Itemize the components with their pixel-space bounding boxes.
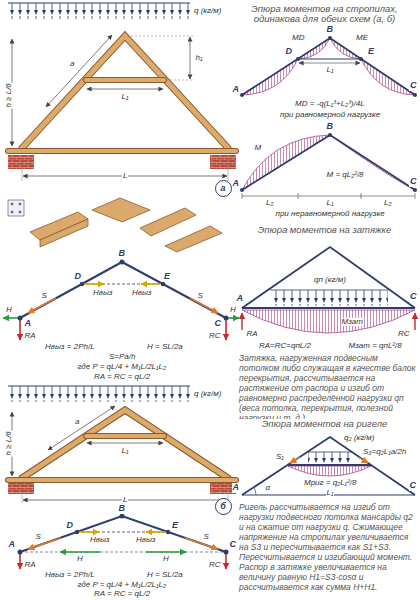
collar-moment-diagram [242,437,415,495]
scheme-mark: б [215,498,232,515]
moment-label: M [254,144,263,153]
point-label: D [74,272,83,282]
point-label: C [214,319,223,329]
scheme-letter: б [220,502,226,511]
point-label: C [409,292,418,302]
point-label: C [409,177,418,187]
dimension-label: h ≥ L/6 [5,430,14,456]
force-label: RC [208,332,222,341]
scheme-a-roof [8,3,236,181]
point-label: B [118,504,127,514]
force-label: S₁ [275,453,285,462]
force-label: S [203,533,210,542]
point-label: B [118,249,127,259]
dimension-label: a [74,418,80,427]
dimension-label: L [122,496,128,505]
formula: Hвыз = 2Ph/L [44,571,96,580]
dimension-label: L₁ [326,489,335,498]
force-label: RA [24,332,37,341]
moment-label: MD [291,34,305,43]
moment-label: Mзат [341,318,364,327]
dimension-label: h₁ [195,54,204,63]
dimension-label: a [69,60,75,69]
point-label: A [8,540,17,550]
force-label: H [229,306,237,315]
dimension-label: L₁ [326,199,335,208]
formula: Hвыз = 2Ph/L [44,343,96,352]
point-label: C [409,481,418,491]
formula: S₃=q₂L₁a/2h [362,448,407,457]
load-label: q (кг/м) [193,390,222,399]
force-label: Hвыз [89,536,111,545]
note-text: при равномерной нагрузке [279,111,381,120]
load-label: q₂ (кг/м) [343,434,375,443]
point-label: A [24,319,33,329]
force-label: Hвыз [135,536,157,545]
formula: H = SL/2a [146,571,184,580]
point-label: D [285,47,294,57]
dimension-label: L [122,172,128,181]
point-label: A [232,85,241,95]
force-label: S [35,533,42,542]
scheme-mark: а [215,180,232,197]
joint-details [8,198,222,252]
point-label: B [326,122,335,132]
scheme-letter: а [220,184,225,193]
point-label: D [66,521,75,531]
dimension-label: L₂ [265,199,275,208]
formula: RA = RC = qL/2 [93,373,151,382]
point-label: A [232,179,241,189]
scheme-b-roof [8,386,236,503]
formula: S=Pa/h [108,353,136,362]
note-text: при неравномерной нагрузке [275,210,386,219]
point-label: E [367,47,375,57]
formula: RA=RC=qпL/2 [258,342,312,351]
dimension-label: L₁ [121,93,130,102]
rafter-moment-diagrams [240,36,417,199]
force-scheme-b [18,514,229,570]
tie-moment-diagram [242,247,415,333]
dimension-label: L₁ [121,447,130,456]
dimension-label: h ≥ L/6 [5,82,14,108]
force-label: H [76,555,84,564]
load-label: q (кг/м) [193,7,222,16]
force-label: H [162,555,170,564]
point-label: A [236,294,245,304]
dimension-label: L₁ [326,66,335,75]
force-scheme-a [3,260,239,341]
point-label: E [171,521,179,531]
formula: Mриг = q₂L₁²/8 [303,479,357,488]
force-label: RA [24,561,37,570]
force-label: RC [397,330,411,339]
point-label: B [326,25,335,35]
force-label: Hвыз [92,289,114,298]
formula: M = qL₂²/8 [326,171,365,180]
dimension-label: α [265,484,272,493]
note-text: Ригель рассчитывается на изгиб от нагруз… [238,502,418,592]
formula: MD = -q(L₁³+L₂³)/4L [294,100,366,109]
formula: где P = qL/4 + M₁L/2L₁L₂ [77,581,168,590]
force-label: S [197,292,204,301]
heading: Эпюра моментов на стропилах, одинакова д… [231,4,418,25]
moment-label: ME [355,34,369,43]
formula: где P = qL/4 + M₁L/2L₁L₂ [77,363,168,372]
load-label: qп (кг/м) [313,276,347,285]
point-label: C [229,540,238,550]
force-label: Hвыз [131,289,153,298]
heading: Эпюра моментов на ригеле [231,419,418,429]
heading: Эпюра моментов на затяжке [231,225,418,235]
formula: Mзат = qпL²/8 [348,342,403,351]
point-label: E [163,272,171,282]
note-text: Затяжка, нагруженная подвесным потолком … [238,353,418,423]
force-label: RA [246,330,259,339]
force-label: RC [208,561,222,570]
formula: H = SL/2a [146,343,184,352]
formula: RA = RC = qL/2 [93,590,151,599]
force-label: S [41,292,48,301]
dimension-label: L₂ [383,199,393,208]
force-label: H [5,306,13,315]
point-label: C [409,81,418,91]
point-label: A [232,483,241,493]
